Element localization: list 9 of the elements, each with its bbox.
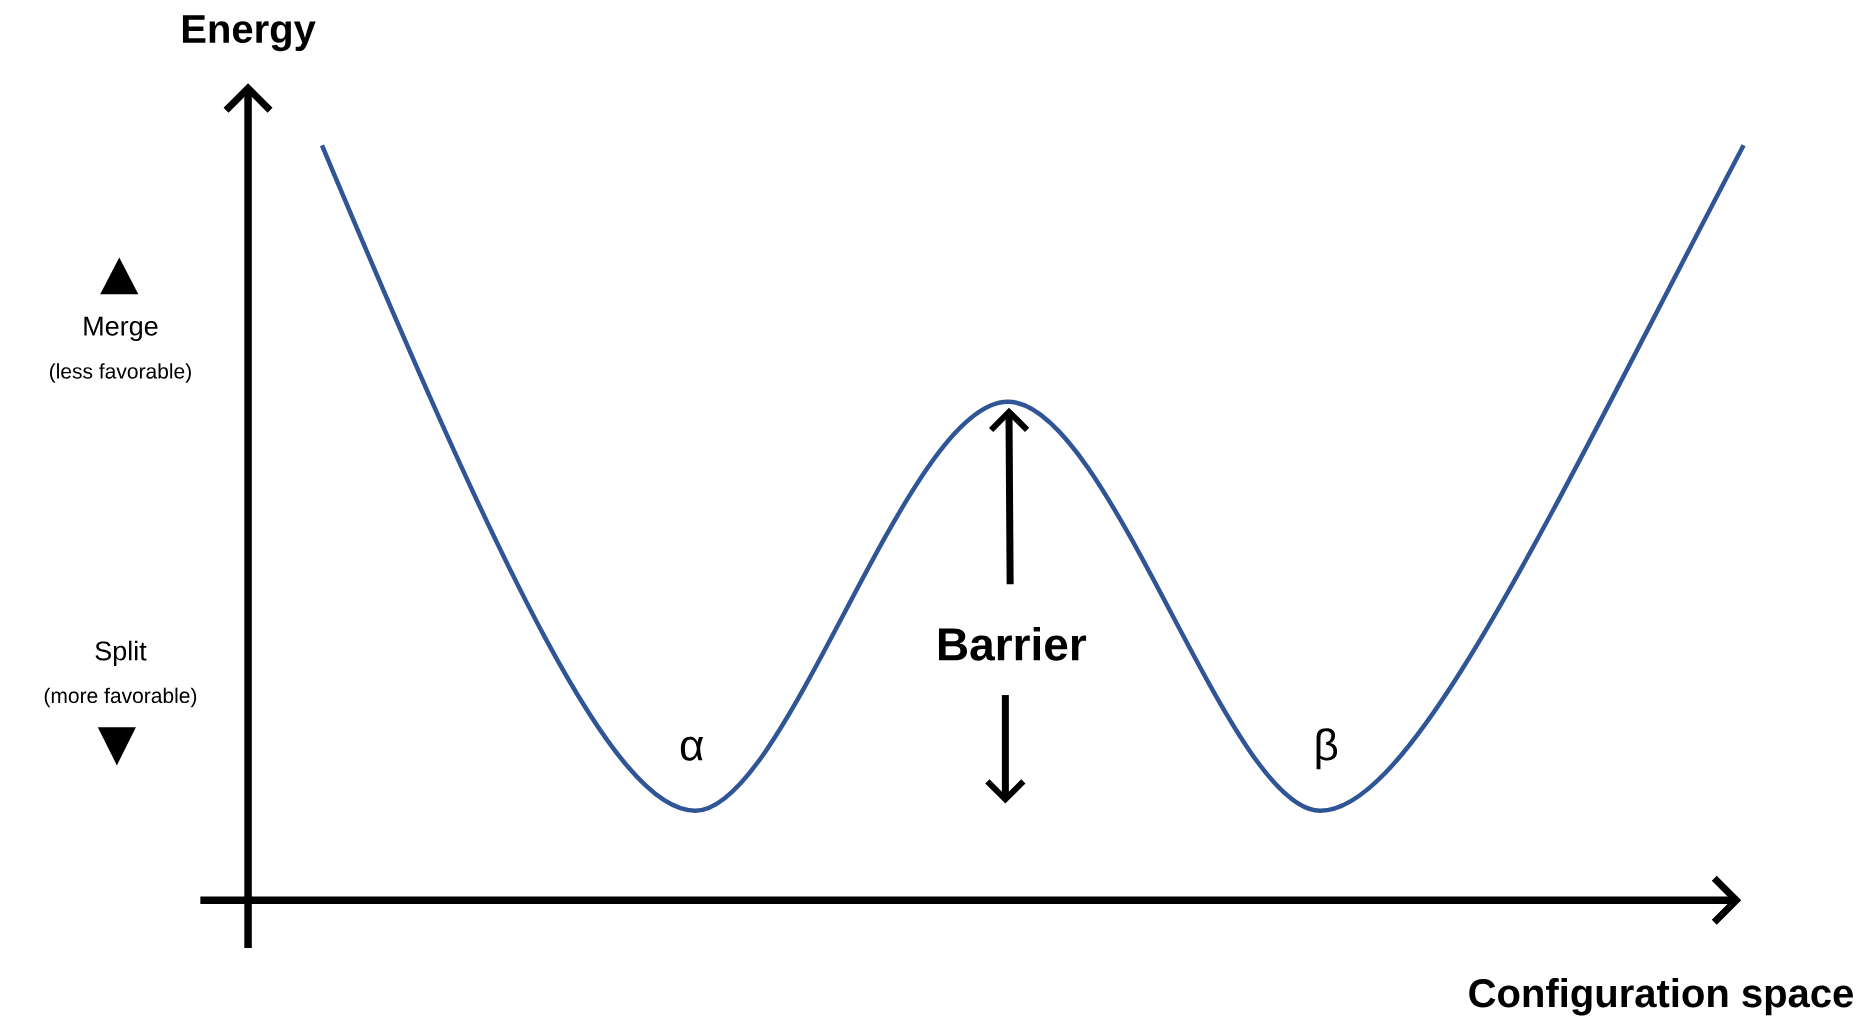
label-text: Split <box>95 640 147 666</box>
barrier-label: Barrier <box>939 626 1087 661</box>
axis-title: Energy <box>182 15 316 52</box>
label-text: Merge <box>84 316 158 341</box>
state-label: β <box>1316 728 1338 770</box>
note-text: (less favorable) <box>50 363 191 383</box>
state-label: α <box>680 736 704 761</box>
axis-title: Configuration space <box>1469 978 1853 1016</box>
note-text: (more favorable) <box>44 687 197 708</box>
